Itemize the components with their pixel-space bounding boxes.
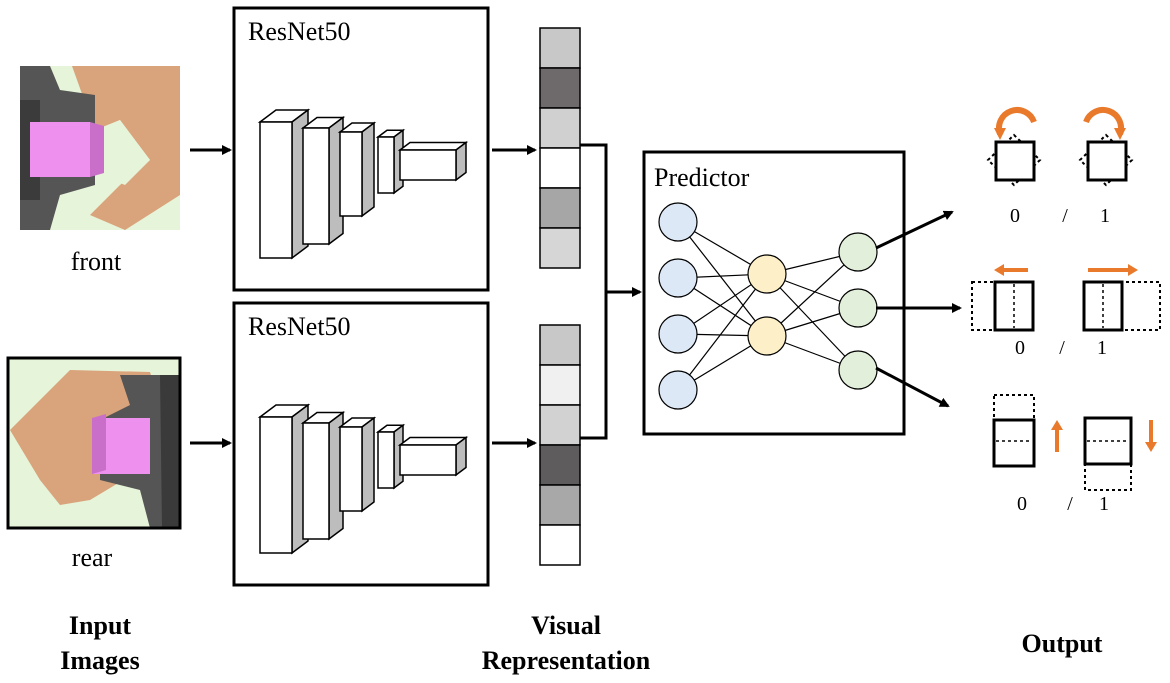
- rotate-cw-arrowhead-icon: [1114, 128, 1126, 140]
- output-node: [838, 232, 878, 272]
- output-vertical-up: [992, 394, 1063, 468]
- resnet-block: [257, 403, 311, 555]
- feature-cell: [539, 67, 581, 109]
- output-arrow-rotation: [875, 210, 954, 250]
- feature-cell: [539, 147, 581, 189]
- input-heading-line2: Images: [60, 646, 139, 675]
- output-vertical-right-value: 1: [1099, 493, 1109, 515]
- representation-heading-line1: Visual: [531, 611, 601, 640]
- output-lateral-left-value: 0: [1015, 337, 1025, 359]
- feature-cell: [539, 404, 581, 446]
- hidden-node: [747, 316, 787, 356]
- encoder-top-title: ResNet50: [248, 17, 351, 46]
- output-vertical-down: [1083, 416, 1157, 491]
- front-image: [20, 66, 180, 230]
- resnet-blocks-top: [257, 108, 469, 260]
- output-lateral-left: [971, 264, 1035, 332]
- merge-bracket: [580, 143, 608, 440]
- output-node: [838, 350, 878, 390]
- output-rotation-cw: [1078, 107, 1134, 187]
- input-node: [658, 370, 698, 410]
- output-vertical-left-value: 0: [1017, 493, 1027, 515]
- rear-image: [6, 356, 182, 530]
- encoder-bottom: ResNet50: [232, 301, 490, 587]
- feature-cell: [539, 444, 581, 486]
- output-node: [838, 288, 878, 328]
- resnet-block: [397, 141, 469, 182]
- representation-heading-line2: Representation: [482, 646, 651, 675]
- feature-vector-top: [539, 27, 581, 269]
- output-rotation-ccw: [986, 107, 1042, 187]
- feature-cell: [539, 484, 581, 526]
- feature-cell: [539, 364, 581, 406]
- resnet-block: [337, 121, 377, 218]
- output-rotation-right-value: 1: [1100, 205, 1110, 227]
- output-arrow-vertical: [875, 366, 950, 408]
- feature-cell: [539, 324, 581, 366]
- output-lateral-separator: /: [1059, 337, 1065, 359]
- feature-cell: [539, 524, 581, 566]
- predictor-title: Predictor: [654, 163, 750, 192]
- resnet-block: [375, 128, 406, 195]
- feature-cell: [539, 107, 581, 149]
- resnet-block: [300, 116, 346, 246]
- feature-vector-bottom: [539, 324, 581, 566]
- encoder-bottom-title: ResNet50: [248, 312, 351, 341]
- input-node: [658, 202, 698, 242]
- output-rotation-separator: /: [1062, 205, 1068, 227]
- resnet-blocks-bottom: [257, 403, 469, 555]
- output-vertical-separator: /: [1067, 493, 1073, 515]
- network-edge: [677, 273, 768, 391]
- output-lateral-right-value: 1: [1097, 337, 1107, 359]
- rotate-ccw-arrow-icon: [995, 107, 1037, 135]
- output-heading: Output: [1022, 629, 1103, 658]
- network-edge: [677, 221, 768, 337]
- feature-cell: [539, 187, 581, 229]
- input-node: [658, 258, 698, 298]
- input-node: [658, 314, 698, 354]
- rotate-ccw-arrowhead-icon: [994, 128, 1006, 140]
- rotate-cw-arrow-icon: [1083, 107, 1125, 135]
- feature-cell: [539, 27, 581, 69]
- output-lateral-right: [1082, 264, 1161, 332]
- network-nodes: [658, 202, 878, 410]
- feature-cell: [539, 227, 581, 269]
- network-edge: [766, 251, 859, 337]
- output-rotation-left-value: 0: [1010, 205, 1020, 227]
- resnet-block: [300, 411, 346, 541]
- input-heading-line1: Input: [69, 611, 131, 640]
- rear-label: rear: [72, 543, 113, 572]
- encoder-top: ResNet50: [232, 6, 490, 292]
- resnet-block: [257, 108, 311, 260]
- hidden-node: [747, 254, 787, 294]
- resnet-block: [397, 436, 469, 477]
- resnet-block: [337, 416, 377, 513]
- front-label: front: [71, 247, 122, 276]
